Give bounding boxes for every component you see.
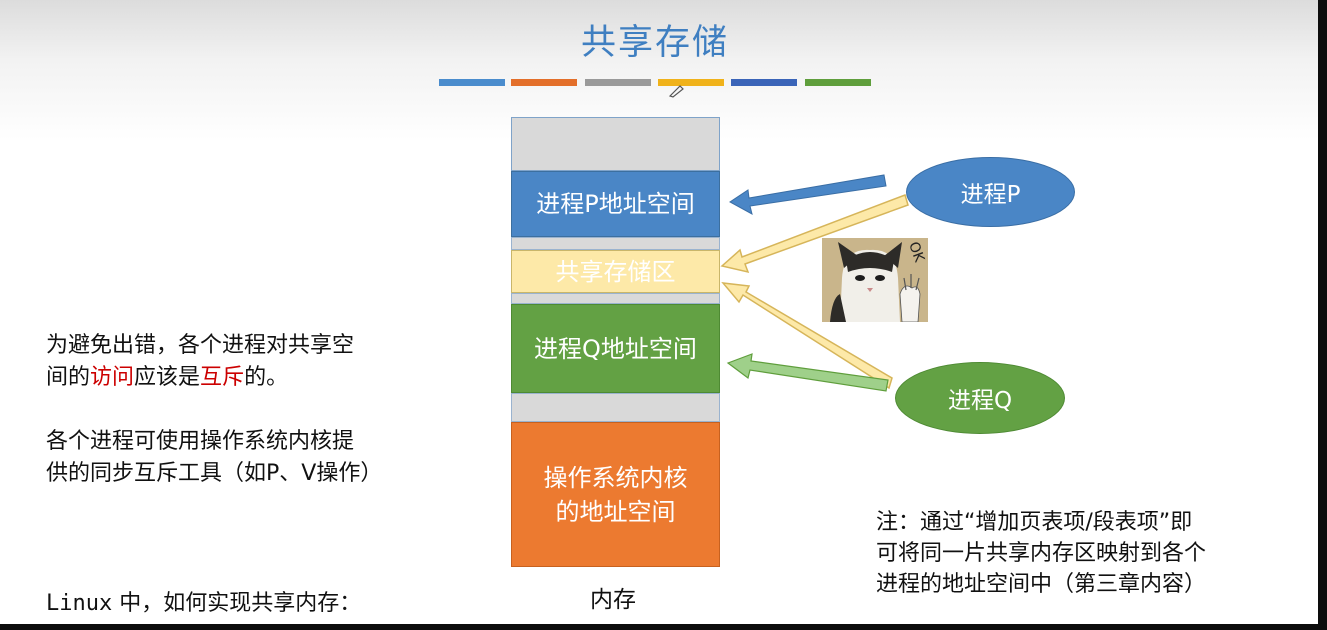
memory-caption: 内存 [590,587,636,613]
mutex-note-prefix: 间的 [46,365,91,390]
sync-tools-note: 各个进程可使用操作系统内核提 供的同步互斥工具（如P、V操作） [46,426,486,490]
pen-cursor-icon [668,85,684,98]
footnote: 注：通过“增加页表项/段表项”即 可将同一片共享内存区映射到各个 进程的地址空间… [876,507,1306,600]
sync-tools-line2: 供的同步互斥工具（如P、V操作） [46,461,383,486]
arrow-q-to-shared [721,282,893,390]
mutex-note: 为避免出错，各个进程对共享空 间的访问应该是互斥的。 [46,330,466,394]
process-q-address-space-label: 进程Q地址空间 [534,334,697,363]
kernel-address-space: 操作系统内核 的地址空间 [511,422,720,567]
shared-memory-area-label: 共享存储区 [555,257,676,286]
arrow-q-to-q-space [726,353,889,392]
sync-tools-line1: 各个进程可使用操作系统内核提 [46,429,355,454]
linux-word: Linux [46,591,113,616]
cat-image [822,238,928,322]
title-color-bar-6 [805,79,871,86]
mutex-note-line1: 为避免出错，各个进程对共享空 [46,333,355,358]
linux-question: Linux 中，如何实现共享内存： [46,588,486,620]
memory-gap-top [511,117,720,171]
title-color-bar-1 [439,79,505,86]
memory-gap-2 [511,293,720,304]
kernel-address-space-label-line2: 的地址空间 [555,497,676,526]
mutex-note-line2: 间的访问应该是互斥的。 [46,362,466,394]
process-q-address-space: 进程Q地址空间 [511,304,720,393]
process-q-label: 进程Q [947,388,1013,414]
footnote-line3: 进程的地址空间中（第三章内容） [876,572,1207,597]
shared-memory-area: 共享存储区 [511,250,720,293]
process-p-node: 进程P [906,157,1075,227]
mutex-note-end: 的。 [244,365,289,390]
process-p-address-space: 进程P地址空间 [511,171,720,237]
slide-title: 共享存储 [580,23,729,63]
title-color-bar-3 [585,79,651,86]
process-p-label: 进程P [960,182,1021,208]
kernel-address-space-label-line1: 操作系统内核 [543,463,688,492]
process-q-node: 进程Q [895,362,1065,434]
process-p-address-space-label: 进程P地址空间 [536,190,695,218]
title-color-bar-2 [511,79,577,86]
mutex-note-mid: 应该是 [134,365,201,390]
arrow-p-to-shared [720,194,909,274]
memory-gap-1 [511,237,720,250]
memory-gap-3 [511,393,720,422]
footnote-line2: 可将同一片共享内存区映射到各个 [876,541,1207,566]
arrow-p-to-p-space [729,174,887,215]
footnote-line1: 注：通过“增加页表项/段表项”即 [876,510,1193,535]
title-color-bar-4 [658,79,724,86]
mutex-note-exclusive: 互斥 [200,365,245,390]
mutex-note-access: 访问 [90,365,135,390]
linux-question-rest: 中，如何实现共享内存： [112,591,362,616]
title-color-bar-5 [731,79,797,86]
cat-ok-sticker: OK [822,238,928,322]
